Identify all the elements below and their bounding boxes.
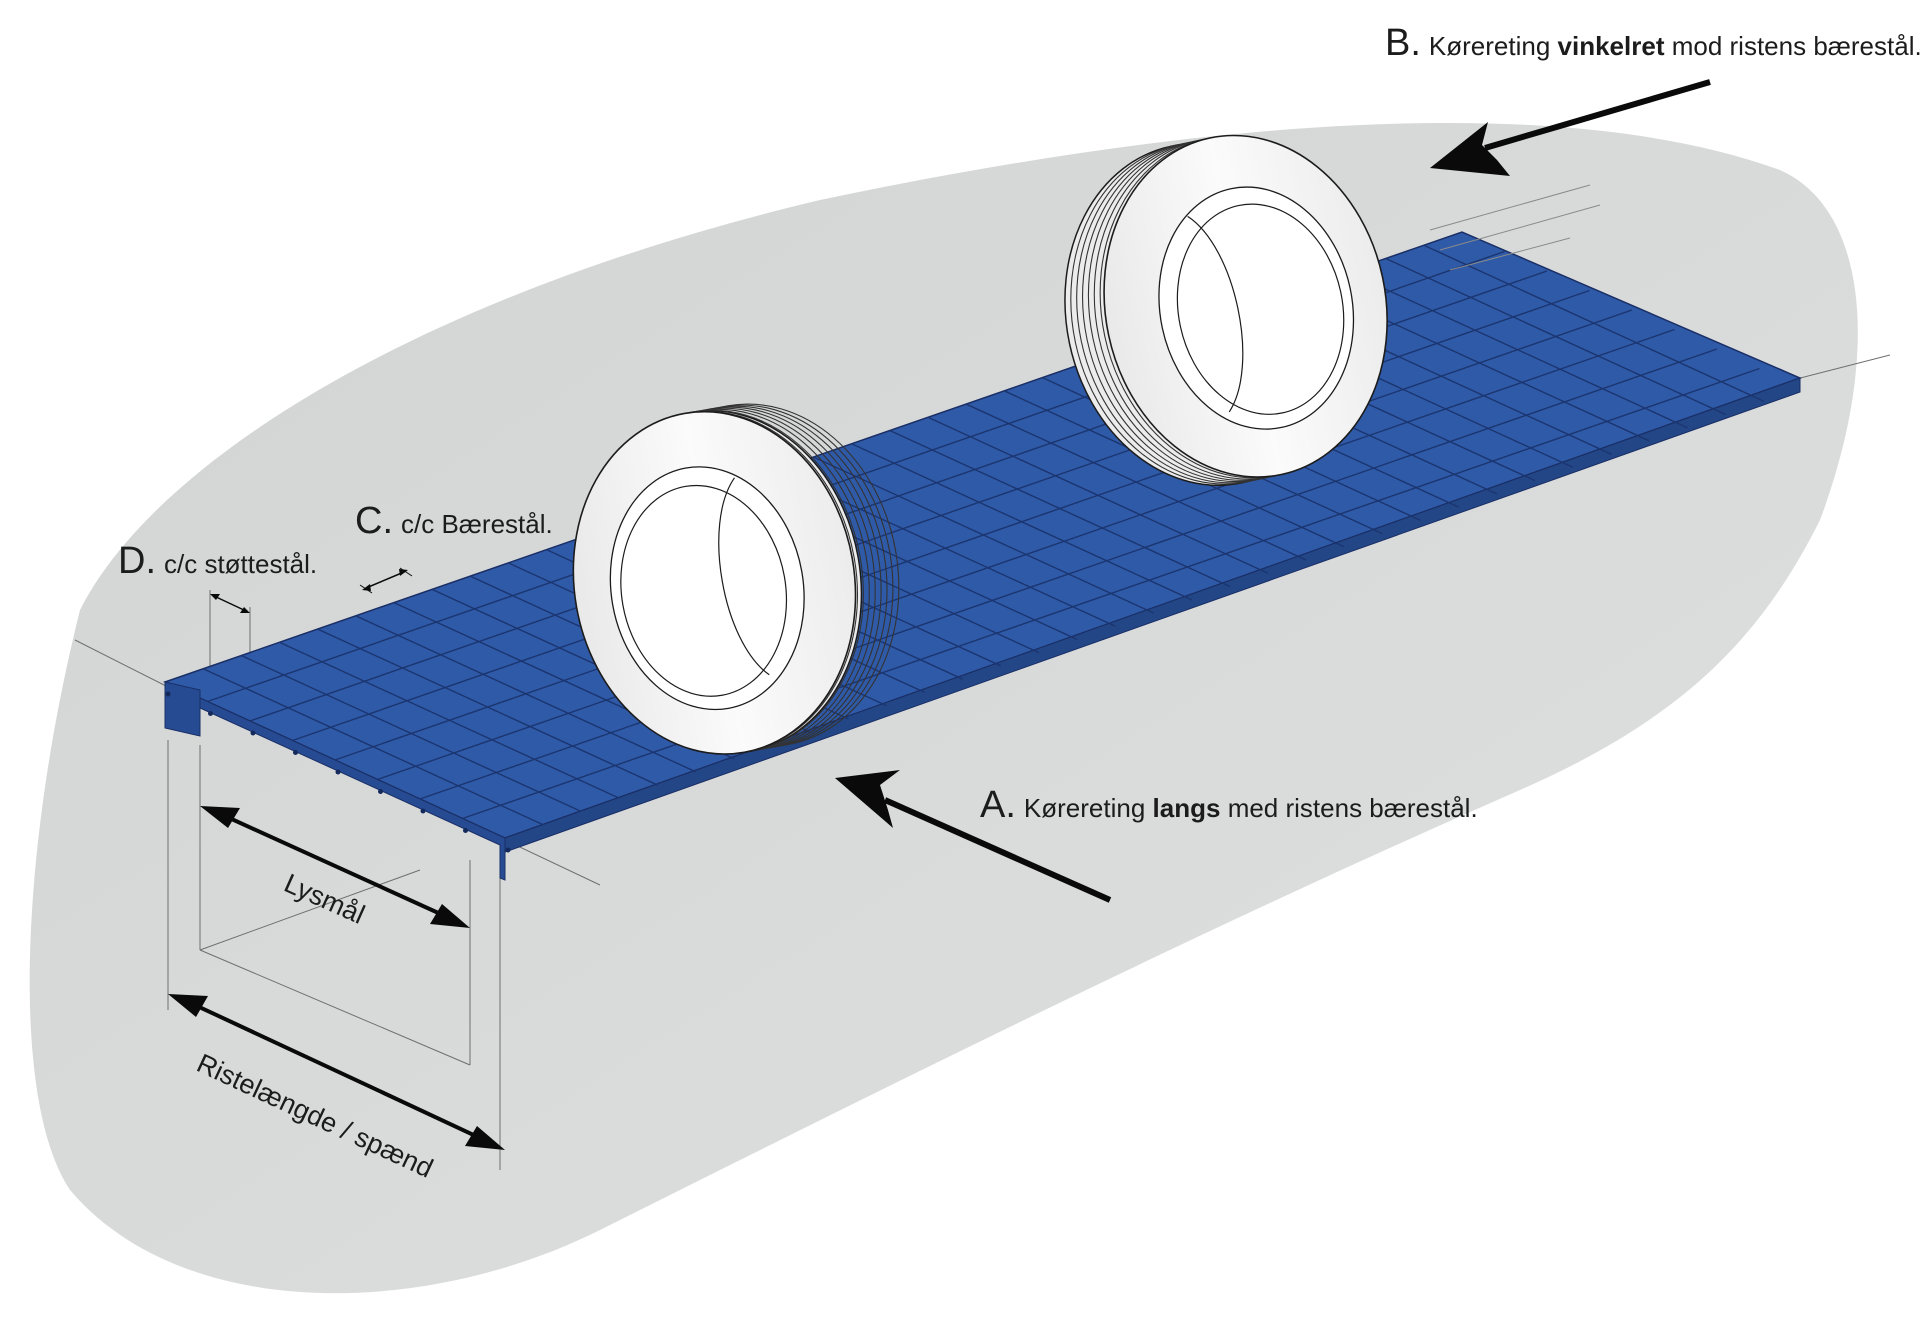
arrow-A xyxy=(835,770,1112,903)
label-B: B.Kørereting vinkelret mod ristens bæres… xyxy=(1385,22,1920,65)
label-D-letter: D. xyxy=(118,540,156,582)
dimension-arrows xyxy=(168,806,505,1150)
label-A-bold: langs xyxy=(1152,793,1221,823)
label-B-bold: vinkelret xyxy=(1557,31,1665,61)
label-A-pre: Kørereting xyxy=(1023,793,1146,823)
arrow-B xyxy=(1430,79,1711,176)
label-A-post: med ristens bærestål. xyxy=(1227,793,1478,823)
label-B-pre: Kørereting xyxy=(1428,31,1551,61)
label-B-post: mod ristens bærestål. xyxy=(1671,31,1920,61)
small-dim-arrows xyxy=(210,567,413,613)
motion-lines xyxy=(1429,184,1601,271)
tire-front xyxy=(572,403,900,755)
grating-side-flange xyxy=(504,377,1801,853)
label-D: D. c/c støttestål. xyxy=(118,540,317,583)
label-C-letter: C. xyxy=(355,500,393,542)
label-A-letter: A. xyxy=(980,784,1016,826)
grating xyxy=(162,231,1803,881)
label-B-letter: B. xyxy=(1385,22,1421,64)
label-C: C. c/c Bærestål. xyxy=(355,500,553,543)
grating-end-face xyxy=(164,681,201,737)
label-A: A.Kørereting langs med ristens bærestål. xyxy=(980,784,1478,827)
tire-rear xyxy=(1064,134,1388,487)
label-D-text: c/c støttestål. xyxy=(164,549,318,579)
label-C-text: c/c Bærestål. xyxy=(401,509,553,539)
